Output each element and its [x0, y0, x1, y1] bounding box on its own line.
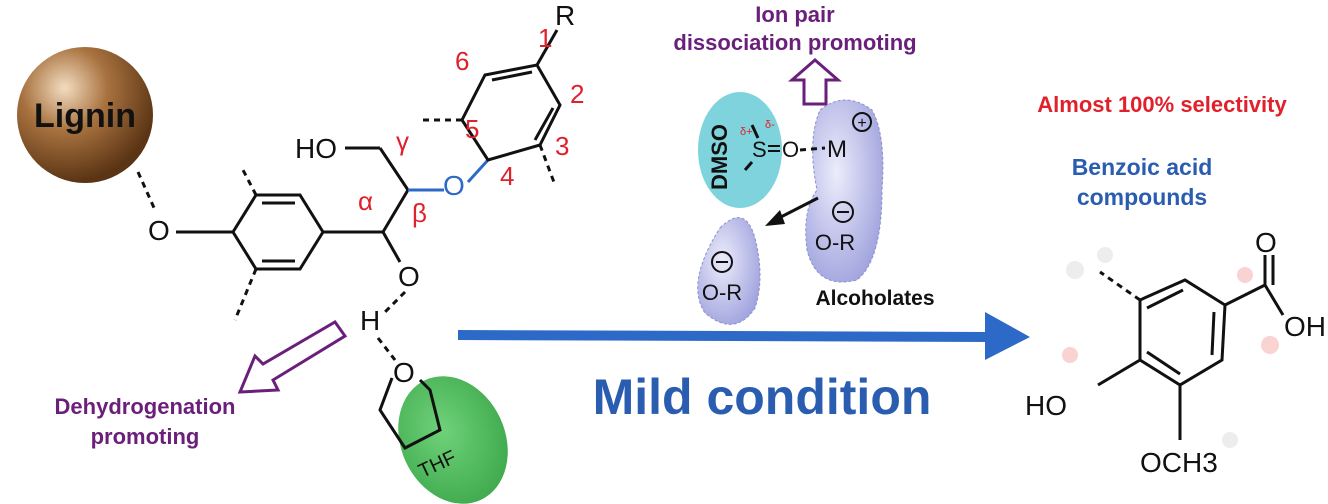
ring-number-2: 2	[570, 79, 584, 109]
condition-label: Mild condition	[593, 369, 932, 425]
atom-m: M	[827, 136, 847, 163]
lignin-model-molecule: O O H HO O α β γ R 1 2 3 4 5	[136, 0, 584, 361]
atom-h: H	[360, 305, 380, 336]
atom-o-ether: O	[148, 215, 170, 246]
atom-o-thf: O	[393, 357, 415, 388]
benzoic-acid-molecule: O OH HO OCH3	[1025, 227, 1326, 478]
ring-number-4: 4	[500, 161, 514, 191]
thf-molecule: O THF	[378, 357, 508, 504]
atom-o-alpha: O	[398, 261, 420, 292]
dehydrogenation-line2: promoting	[91, 424, 200, 449]
alcoholates-label: Alcoholates	[815, 287, 934, 310]
hollow-up-arrow-icon	[787, 58, 843, 106]
alcoholate-or-2: O-R	[702, 280, 742, 305]
ring-number-1: 1	[538, 23, 552, 53]
ring-number-3: 3	[555, 131, 569, 161]
ion-pair-line2: dissociation promoting	[673, 30, 916, 55]
lignin-sphere: Lignin	[17, 47, 153, 183]
dehydrogenation-line1: Dehydrogenation	[55, 394, 236, 419]
atom-o-blue: O	[443, 170, 465, 201]
ion-pair-note: Ion pair dissociation promoting	[673, 2, 917, 106]
atom-r: R	[555, 0, 575, 31]
selectivity-label: Almost 100% selectivity	[1037, 92, 1287, 117]
atom-oh: OH	[1284, 311, 1326, 342]
plus-charge: +	[857, 115, 866, 132]
product-line2: compounds	[1077, 184, 1207, 210]
label-beta: β	[412, 198, 427, 228]
arrow-icon	[765, 210, 785, 226]
reaction-arrow	[457, 312, 1030, 360]
dehydrogenation-note: Dehydrogenation promoting	[55, 320, 348, 449]
lignin-label: Lignin	[34, 97, 136, 135]
atom-o-carbonyl: O	[1255, 227, 1277, 258]
hollow-arrow-icon	[237, 320, 348, 394]
alcoholate-or-1: O-R	[815, 230, 855, 255]
label-alpha: α	[358, 186, 373, 216]
delta-minus: δ-	[765, 119, 775, 131]
ring-number-6: 6	[455, 46, 469, 76]
ring-number-5: 5	[465, 114, 479, 144]
atom-och3: OCH3	[1140, 447, 1218, 478]
atom-o-dmso: O	[782, 137, 799, 162]
dmso-label: DMSO	[707, 124, 732, 190]
ion-pair-line1: Ion pair	[755, 2, 835, 27]
product-line1: Benzoic acid	[1072, 154, 1213, 180]
atom-ho: HO	[295, 133, 337, 164]
delta-plus: δ+	[740, 126, 753, 138]
dmso-complex: DMSO S δ+ δ- O M + O-R O-R Alcoholates	[697, 92, 935, 325]
label-gamma: γ	[396, 126, 409, 156]
atom-s: S	[752, 137, 767, 162]
atom-ho-product: HO	[1025, 390, 1067, 421]
